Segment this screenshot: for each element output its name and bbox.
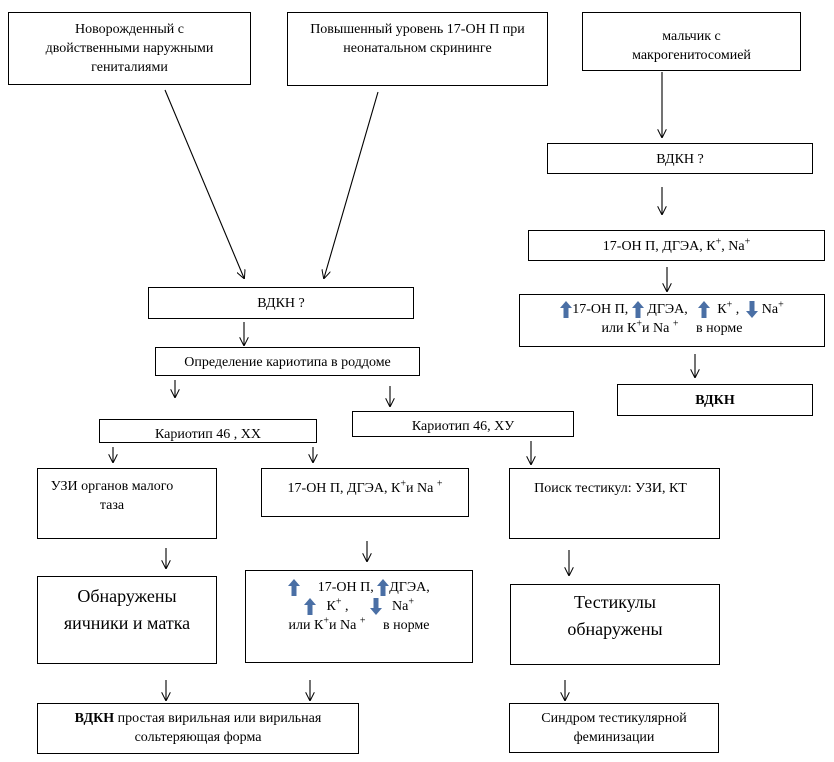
findings-line1: 17-ОН П, ДГЭА, xyxy=(248,578,470,597)
box-syndrome-text: Синдром тестикулярной феминизации xyxy=(541,711,687,745)
box-boy-text: мальчик с макрогенитосомией xyxy=(632,29,751,63)
box-karyotype-xx: Кариотип 46 , ХХ xyxy=(99,419,317,443)
findings-ohp: 17-ОН П, xyxy=(317,580,374,595)
findings-or-k: или К xyxy=(288,618,324,633)
increase-icon xyxy=(304,598,317,616)
arrow-screening-to-vdkn xyxy=(324,91,379,278)
decrease-icon xyxy=(746,301,759,319)
findings-right-normal: в норме xyxy=(695,321,743,336)
box-screening: Повышенный уровень 17-ОН П при неонаталь… xyxy=(287,12,548,86)
box-karyotype: Определение кариотипа в роддоме xyxy=(155,347,420,376)
box-ovaries-found: Обнаружены яичники и матка xyxy=(37,576,217,664)
increase-icon xyxy=(288,579,301,597)
box-vdkn-right: ВДКН xyxy=(617,384,813,416)
findings-right-and-na: и Na xyxy=(642,321,670,336)
increase-icon xyxy=(377,579,390,597)
hormones-right-label: 17-ОН П, ДГЭА, К xyxy=(602,239,716,254)
findings-right-line2: или К+и Na + в норме xyxy=(601,318,743,336)
box-ultrasound: УЗИ органов малого таза xyxy=(37,468,217,539)
decrease-icon xyxy=(369,598,382,616)
box-testes-found: Тестикулы обнаружены xyxy=(510,584,720,665)
box-syndrome: Синдром тестикулярной феминизации xyxy=(509,703,719,753)
findings-right-na: Na xyxy=(761,302,779,317)
findings-dhea: ДГЭА, xyxy=(389,580,430,595)
box-newborn-text: Новорожденный с двойственными наружными … xyxy=(45,22,214,75)
box-testes-search-text: Поиск тестикул: УЗИ, КТ xyxy=(534,481,687,496)
box-karyotype-xx-text: Кариотип 46 , ХХ xyxy=(155,427,261,442)
increase-icon xyxy=(631,301,644,319)
hormones-label: 17-ОН П, ДГЭА, К xyxy=(287,481,401,496)
box-findings-right: 17-ОН П, ДГЭА, К+ , Na+ или К+и Na + в н… xyxy=(519,294,825,347)
findings-line2: К+ , Na+ xyxy=(248,597,470,616)
box-ovaries-found-text: Обнаружены яичники и матка xyxy=(63,586,191,633)
findings-right-k: К xyxy=(717,302,727,317)
box-vdkn-question-right-text: ВДКН ? xyxy=(656,152,704,167)
findings-line3: или К+и Na + в норме xyxy=(288,615,430,633)
box-newborn: Новорожденный с двойственными наружными … xyxy=(8,12,251,85)
box-ultrasound-text: УЗИ органов малого таза xyxy=(50,479,174,513)
hormones-right-na: Na xyxy=(728,239,745,254)
box-karyotype-xy: Кариотип 46, ХУ xyxy=(352,411,574,437)
hormones-and-na: и Na xyxy=(406,481,434,496)
findings-right-dhea: ДГЭА, xyxy=(647,302,688,317)
findings-normal: в норме xyxy=(382,618,430,633)
box-result: ВДКН простая вирильная или вирильная сол… xyxy=(37,703,359,754)
findings-right-line1: 17-ОН П, ДГЭА, К+ , Na+ xyxy=(524,300,820,319)
findings-right-ohp: 17-ОН П, xyxy=(572,302,629,317)
box-testes-found-text: Тестикулы обнаружены xyxy=(567,592,663,639)
findings-k: К xyxy=(326,599,336,614)
box-vdkn-question: ВДКН ? xyxy=(148,287,414,319)
box-vdkn-question-right: ВДКН ? xyxy=(547,143,813,174)
arrow-newborn-to-vdkn xyxy=(164,89,244,278)
increase-icon xyxy=(698,301,711,319)
box-boy: мальчик с макрогенитосомией xyxy=(582,12,801,71)
findings-and-na: и Na xyxy=(329,618,357,633)
box-testes-search: Поиск тестикул: УЗИ, КТ xyxy=(509,468,720,539)
box-hormones: 17-ОН П, ДГЭА, К+и Na + xyxy=(261,468,469,517)
box-hormones-right: 17-ОН П, ДГЭА, К+, Na+ xyxy=(528,230,825,261)
box-vdkn-right-text: ВДКН xyxy=(695,393,735,408)
box-screening-text: Повышенный уровень 17-ОН П при неонаталь… xyxy=(310,22,525,56)
findings-na: Na xyxy=(392,599,409,614)
box-karyotype-xy-text: Кариотип 46, ХУ xyxy=(411,419,515,434)
box-karyotype-text: Определение кариотипа в роддоме xyxy=(184,355,391,370)
box-findings: 17-ОН П, ДГЭА, К+ , Na+ или К+и Na + в н… xyxy=(245,570,473,663)
box-result-text: простая вирильная или вирильная сольтеря… xyxy=(117,711,322,745)
box-result-bold: ВДКН xyxy=(74,711,115,726)
findings-right-or-k: или К xyxy=(601,321,637,336)
box-vdkn-question-text: ВДКН ? xyxy=(257,296,305,311)
increase-icon xyxy=(560,301,573,319)
